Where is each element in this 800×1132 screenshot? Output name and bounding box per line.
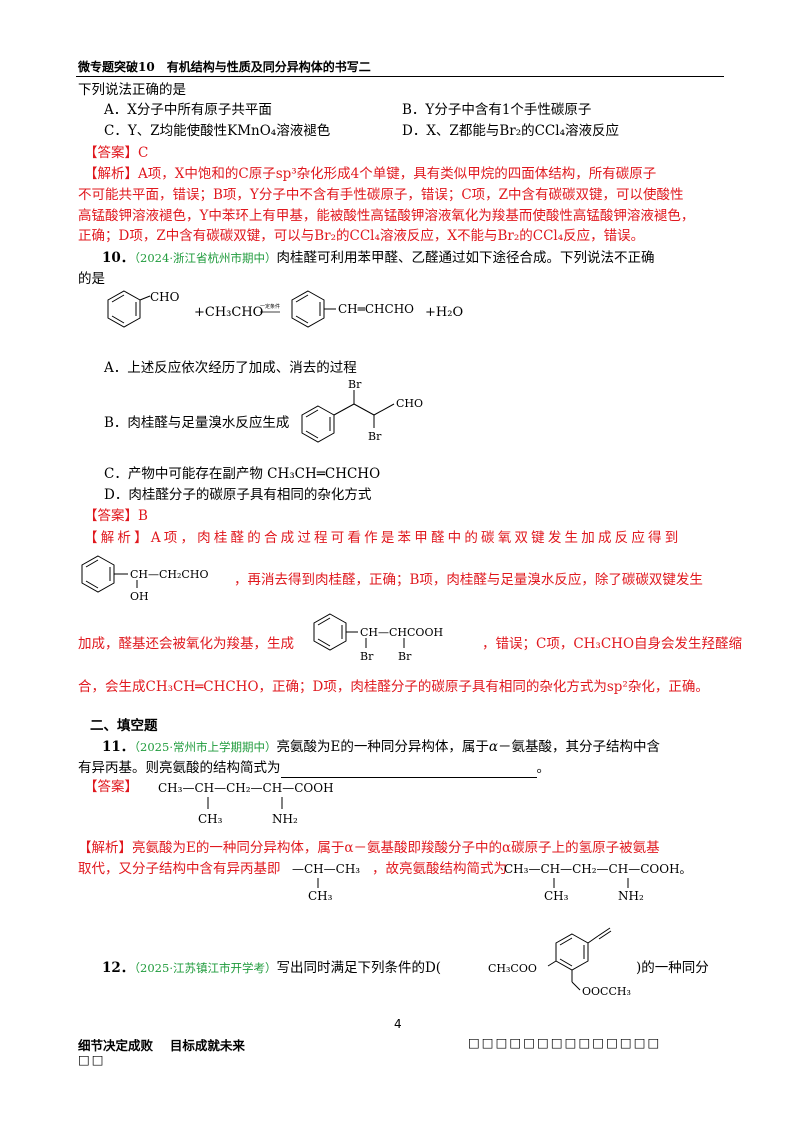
q10-option-b-structure: Br Br CHO xyxy=(301,378,423,443)
iso-chain: —CH—CH₃ xyxy=(292,862,360,876)
q10-analysis-tag: 【解析】 xyxy=(84,530,151,546)
eq-product: CH═CHCHO xyxy=(338,302,414,316)
q12-sub-bottom: OOCCH₃ xyxy=(582,985,631,998)
q10-analysis-line2: ，再消去得到肉桂醛，正确；B项，肉桂醛与足量溴水反应，除了碳碳双键发生 xyxy=(234,572,703,588)
q10-option-c: C．产物中可能存在副产物 CH₃CH═CHCHO xyxy=(104,466,381,482)
struct-br-bottom: Br xyxy=(368,430,382,443)
q9-option-c: C．Y、Z均能使酸性KMnO₄溶液褪色 xyxy=(104,123,331,139)
q10-answer-value: B xyxy=(138,508,148,524)
q10-acid-structure: CH—CHCOOH Br Br xyxy=(313,613,443,663)
q9-analysis-tag: 【解析】 xyxy=(84,166,138,182)
q10-intermediate-structure: CH—CH₂CHO OH xyxy=(81,555,208,602)
acid-chain: CH—CHCOOH xyxy=(360,626,443,639)
footer-left-line2: □□ xyxy=(78,1052,106,1067)
q10-number: 10． xyxy=(102,250,135,266)
q11-analysis-line1: 【解析】亮氨酸为E的一种同分异构体，属于α－氨基酸即羧酸分子中的α碳原子上的氢原… xyxy=(78,838,660,858)
benzene-ring-icon xyxy=(547,927,612,991)
footer-motto: 细节决定成败 目标成就未来 xyxy=(78,1038,245,1053)
q9-answer-value: C xyxy=(138,145,149,161)
q10-option-b: B．肉桂醛与足量溴水反应生成 xyxy=(104,415,290,431)
q10-analysis-line3a: 加成，醛基还会被氧化为羧基，生成 xyxy=(78,636,294,652)
struct-cho: CHO xyxy=(396,397,423,410)
q11-analysis-line2b: ，故亮氨酸结构简式为 xyxy=(372,861,507,877)
acid-br-left: Br xyxy=(360,650,374,663)
q11-source: （2025·常州市上学期期中） xyxy=(134,740,277,754)
q9-analysis-line2: 不可能共平面，错误；B项，Y分子中不含有手性碳原子，错误；C项，Z中含有碳碳双键… xyxy=(78,187,684,203)
eq-condition: 一定条件 xyxy=(260,303,280,310)
q10-stem-text: 肉桂醛可利用苯甲醛、乙醛通过如下途径合成。下列说法不正确 xyxy=(276,250,655,266)
q11-answer-formula: CH₃—CH—CH₂—CH—COOH CH₃ NH₂ xyxy=(158,781,334,826)
q9-answer: 【答案】C xyxy=(84,143,148,163)
q9-analysis-line1: 【解析】A项，X中饱和的C原子sp³杂化形成4个单键，具有类似甲烷的四面体结构，… xyxy=(84,164,656,184)
benzene-ring-icon xyxy=(313,613,405,651)
q10-source: （2024·浙江省杭州市期中） xyxy=(134,251,277,265)
acid-br-right: Br xyxy=(398,650,412,663)
q10-analysis-line1: 【解析】A项，肉桂醛的合成过程可看作是苯甲醛中的碳氧双键发生加成反应得到 xyxy=(84,528,681,548)
q10-answer: 【答案】B xyxy=(84,506,148,526)
q10-analysis-line4: 合，会生成CH₃CH═CHCHO，正确；D项，肉桂醛分子的碳原子具有相同的杂化方… xyxy=(78,679,709,695)
q9-option-d: D．X、Z都能与Br₂的CCl₄溶液反应 xyxy=(402,123,619,139)
q12-stem-text: 写出同时满足下列条件的D( xyxy=(276,960,442,976)
benzene-ring-icon xyxy=(81,555,138,593)
q9-analysis-text1: A项，X中饱和的C原子sp³杂化形成4个单键，具有类似甲烷的四面体结构，所有碳原… xyxy=(138,166,657,182)
section-title: 二、填空题 xyxy=(90,718,158,734)
benzene-ring-icon xyxy=(107,290,151,328)
q11-stem-line2: 有异丙基。则亮氨酸的结构简式为 。 xyxy=(78,758,550,778)
eq-plus-h2o: +H₂O xyxy=(425,305,463,320)
footer-right-text: □□□□□□□□□□□□□□ xyxy=(468,1035,662,1050)
q10-stem-line2: 的是 xyxy=(78,271,105,287)
intermediate-chain: CH—CH₂CHO xyxy=(130,568,208,581)
q11-analysis-formula: CH₃—CH—CH₂—CH—COOH。 CH₃ NH₂ xyxy=(504,862,692,903)
q12-d-structure: CH₃COO OOCCH₃ xyxy=(488,927,631,998)
q11-formula-main: CH₃—CH—CH₂—CH—COOH xyxy=(158,781,334,795)
q11-stem-text2: 有异丙基。则亮氨酸的结构简式为 xyxy=(78,760,281,776)
q11-number: 11． xyxy=(102,739,135,755)
q9-option-b: B．Y分子中含有1个手性碳原子 xyxy=(402,102,592,118)
q9-answer-tag: 【答案】 xyxy=(84,145,138,161)
eq-plus-ch3cho: +CH₃CHO xyxy=(194,305,263,320)
page-header-title: 微专题突破10 有机结构与性质及同分异构体的书写二 xyxy=(78,60,371,74)
q9-analysis-line3: 高锰酸钾溶液褪色，Y中苯环上有甲基，能被酸性高锰酸钾溶液氧化为羧基而使酸性高锰酸… xyxy=(78,208,695,224)
benzene-ring-icon xyxy=(291,290,336,328)
q11-isopropyl-structure: —CH—CH₃ CH₃ xyxy=(292,862,360,903)
q11-formula-ch3: CH₃ xyxy=(198,812,223,826)
q11-answer-tag: 【答案】 xyxy=(84,779,138,795)
q11-stem-line1: 11．（2025·常州市上学期期中）亮氨酸为E的一种同分异构体，属于α－氨基酸，… xyxy=(102,737,660,757)
header-rule xyxy=(76,76,724,77)
q11-alpha: α xyxy=(488,739,498,755)
q10-stem-line1: 10．（2024·浙江省杭州市期中）肉桂醛可利用苯甲醛、乙醛通过如下途径合成。下… xyxy=(102,248,654,268)
q10-reaction-equation: CHO +CH₃CHO 一定条件 CH═CHCHO +H₂O xyxy=(107,290,463,328)
q12-stem: 12．（2025·江苏镇江市开学考）写出同时满足下列条件的D( xyxy=(102,958,441,978)
q10-analysis-line3b: ，错误；C项，CH₃CHO自身会发生羟醛缩 xyxy=(482,636,743,652)
q11-analysis-tag: 【解析】 xyxy=(78,840,132,856)
q12-source: （2025·江苏镇江市开学考） xyxy=(134,961,277,975)
q12-stem-end: )的一种同分 xyxy=(636,960,709,976)
struct-br-top: Br xyxy=(348,378,362,391)
q10-analysis-text1: A项，肉桂醛的合成过程可看作是苯甲醛中的碳氧双键发生加成反应得到 xyxy=(150,530,682,546)
q11-stem-text1b: －氨基酸，其分子结构中含 xyxy=(497,739,660,755)
q11-stem-text1: 亮氨酸为E的一种同分异构体，属于 xyxy=(276,739,489,755)
iso-ch3: CH₃ xyxy=(308,889,333,903)
benzene-ring-icon xyxy=(301,390,395,443)
q11-stem-end: 。 xyxy=(536,760,551,776)
eq-cho: CHO xyxy=(150,290,180,304)
q11-formula-nh2: NH₂ xyxy=(272,812,298,826)
page-number: 4 xyxy=(394,1017,402,1031)
q12-number: 12． xyxy=(102,960,135,976)
q9-stem: 下列说法正确的是 xyxy=(78,82,186,98)
q11-answer-blank[interactable] xyxy=(280,763,537,778)
q11-analysis-nh2: NH₂ xyxy=(618,889,644,903)
q10-answer-tag: 【答案】 xyxy=(84,508,138,524)
q10-option-d: D．肉桂醛分子的碳原子具有相同的杂化方式 xyxy=(104,487,372,503)
intermediate-oh: OH xyxy=(130,590,149,602)
q9-analysis-line4: 正确；D项，Z中含有碳碳双键，可以与Br₂的CCl₄溶液反应，X不能与Br₂的C… xyxy=(78,228,645,244)
q11-analysis-ch3: CH₃ xyxy=(544,889,569,903)
q9-option-a: A．X分子中所有原子共平面 xyxy=(104,102,272,118)
q11-analysis-line2a: 取代，又分子结构中含有异丙基即 xyxy=(78,861,281,877)
q11-analysis-formula-main: CH₃—CH—CH₂—CH—COOH。 xyxy=(504,862,692,876)
q12-sub-left: CH₃COO xyxy=(488,962,537,975)
q10-option-a: A．上述反应依次经历了加成、消去的过程 xyxy=(104,360,357,376)
q11-analysis-text1: 亮氨酸为E的一种同分异构体，属于α－氨基酸即羧酸分子中的α碳原子上的氢原子被氨基 xyxy=(132,840,660,856)
